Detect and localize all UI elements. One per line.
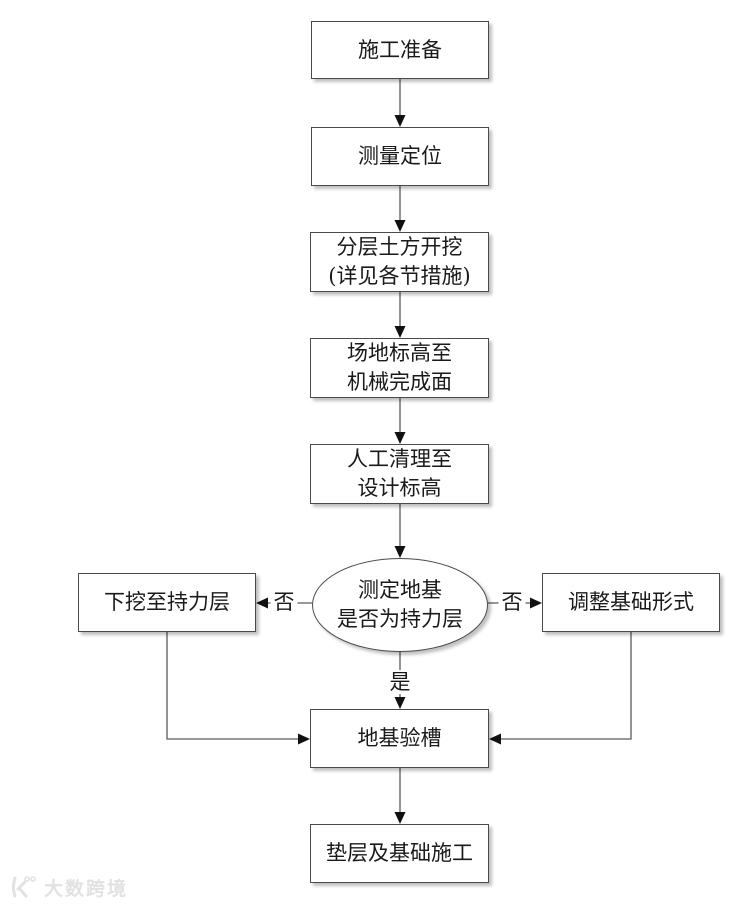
node-site-level: 场地标高至 机械完成面 — [310, 338, 489, 398]
watermark-logo-icon — [12, 876, 36, 898]
edge-manual-clean-to-decision — [394, 504, 406, 558]
node-dig-down: 下挖至持力层 — [78, 573, 256, 632]
node-survey-label: 测量定位 — [358, 144, 442, 168]
node-manual-clean: 人工清理至 设计标高 — [310, 444, 489, 504]
node-dig-down-label: 下挖至持力层 — [104, 590, 230, 614]
edge-survey-to-excavate — [394, 186, 406, 232]
node-inspect: 地基验槽 — [310, 709, 489, 768]
node-decision-label: 测定地基 是否为持力层 — [337, 578, 463, 631]
node-excavate: 分层土方开挖 (详见各节措施) — [310, 232, 489, 292]
edge-inspect-to-cushion — [394, 768, 406, 824]
node-adjust-label: 调整基础形式 — [568, 590, 694, 614]
node-decision: 测定地基 是否为持力层 — [312, 558, 488, 652]
edge-prepare-to-survey — [394, 79, 406, 127]
edge-excavate-to-site-level — [394, 292, 406, 338]
edge-site-level-to-manual-clean — [394, 398, 406, 444]
edge-dig-down-to-inspect — [166, 632, 310, 745]
node-site-level-label: 场地标高至 机械完成面 — [347, 341, 452, 394]
edge-label-no-right: 否 — [498, 590, 526, 614]
node-prepare: 施工准备 — [311, 21, 489, 79]
node-cushion: 垫层及基础施工 — [310, 824, 489, 883]
node-manual-clean-label: 人工清理至 设计标高 — [347, 447, 452, 500]
watermark-text: 大数跨境 — [44, 877, 129, 900]
watermark: 大数跨境 — [10, 874, 128, 900]
edge-label-no-left: 否 — [270, 590, 298, 614]
edge-label-yes: 是 — [386, 670, 414, 694]
node-cushion-label: 垫层及基础施工 — [326, 841, 473, 865]
edge-adjust-to-inspect — [489, 632, 632, 745]
node-prepare-label: 施工准备 — [358, 37, 442, 62]
node-excavate-label: 分层土方开挖 (详见各节措施) — [328, 235, 471, 288]
node-survey: 测量定位 — [311, 127, 489, 186]
node-adjust: 调整基础形式 — [542, 573, 720, 632]
node-inspect-label: 地基验槽 — [357, 726, 442, 750]
